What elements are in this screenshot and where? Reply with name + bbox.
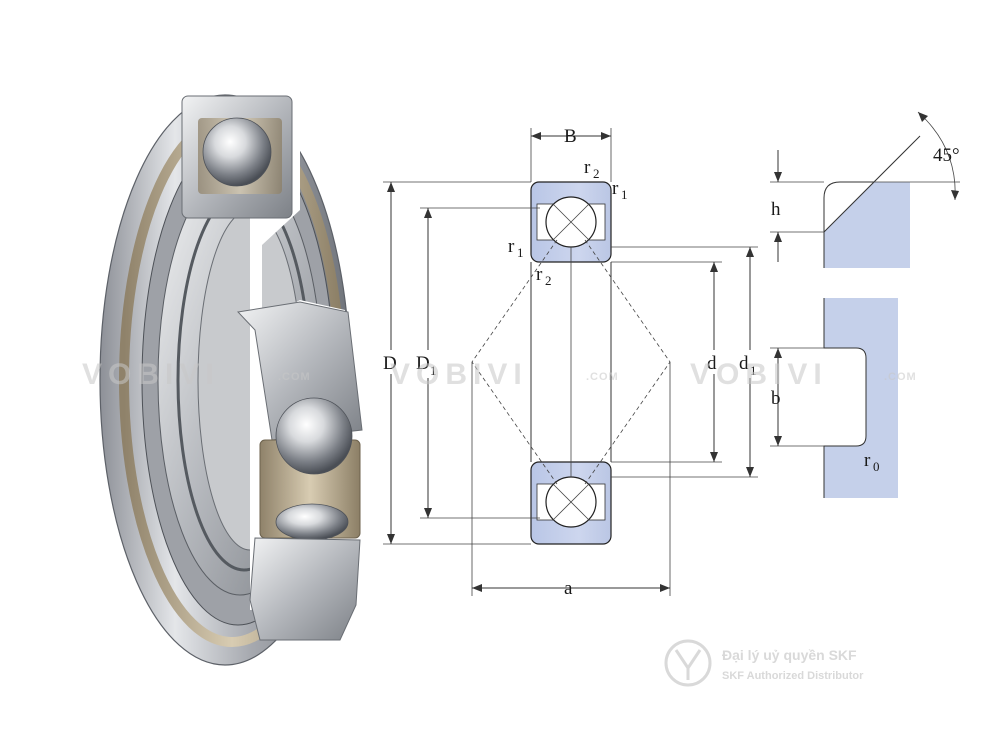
chamfer-section <box>824 182 910 268</box>
cross-section-drawing: B r 2 r 1 r 1 r 2 D D 1 d <box>380 126 767 599</box>
label-d1: d <box>739 353 749 374</box>
groove-detail: b r 0 <box>770 298 898 498</box>
badge-line-1: Đại lý uỷ quyền SKF <box>722 647 857 663</box>
skf-distributor-badge: Đại lý uỷ quyền SKF SKF Authorized Distr… <box>664 639 864 687</box>
label-D1: D <box>416 353 430 374</box>
label-r0-sub: 0 <box>873 459 880 474</box>
bearing-illustration <box>99 94 363 666</box>
watermark-center: VOBIVI <box>390 358 528 391</box>
label-r2-left: r <box>536 264 543 285</box>
label-r2-left-sub: 2 <box>545 273 552 288</box>
label-r1-top: r <box>612 178 619 199</box>
watermark-right: VOBIVI <box>690 358 828 391</box>
label-B: B <box>564 126 577 147</box>
bottom-section-ring <box>249 537 361 641</box>
label-a: a <box>564 578 573 599</box>
chamfer-detail: 45° h <box>770 111 960 268</box>
watermark-left: VOBIVI <box>82 358 220 391</box>
contact-angle-lines <box>584 239 671 485</box>
label-r0: r <box>864 450 871 471</box>
label-r2-top: r <box>584 157 591 178</box>
groove-section <box>824 298 898 498</box>
label-d1-sub: 1 <box>750 363 757 378</box>
watermark-center-domain: .COM <box>586 371 619 383</box>
label-r1-left-sub: 1 <box>517 245 524 260</box>
bottom-ball-1 <box>275 397 353 475</box>
watermark-group: VOBIVI .COM VOBIVI .COM VOBIVI .COM <box>82 358 917 391</box>
top-ball <box>202 117 272 187</box>
label-r1-top-sub: 1 <box>621 187 628 202</box>
bottom-ball-2 <box>275 503 349 541</box>
label-r2-top-sub: 2 <box>593 166 600 181</box>
label-r1-left: r <box>508 236 515 257</box>
skf-shield-icon <box>664 639 712 687</box>
watermark-left-domain: .COM <box>278 371 311 383</box>
label-d: d <box>707 353 717 374</box>
watermark-right-domain: .COM <box>884 371 917 383</box>
label-D1-sub: 1 <box>430 363 437 378</box>
label-D: D <box>383 353 397 374</box>
badge-line-2: SKF Authorized Distributor <box>722 670 864 682</box>
label-45-degrees: 45° <box>933 145 960 166</box>
label-b: b <box>771 388 781 409</box>
label-h: h <box>771 199 781 220</box>
